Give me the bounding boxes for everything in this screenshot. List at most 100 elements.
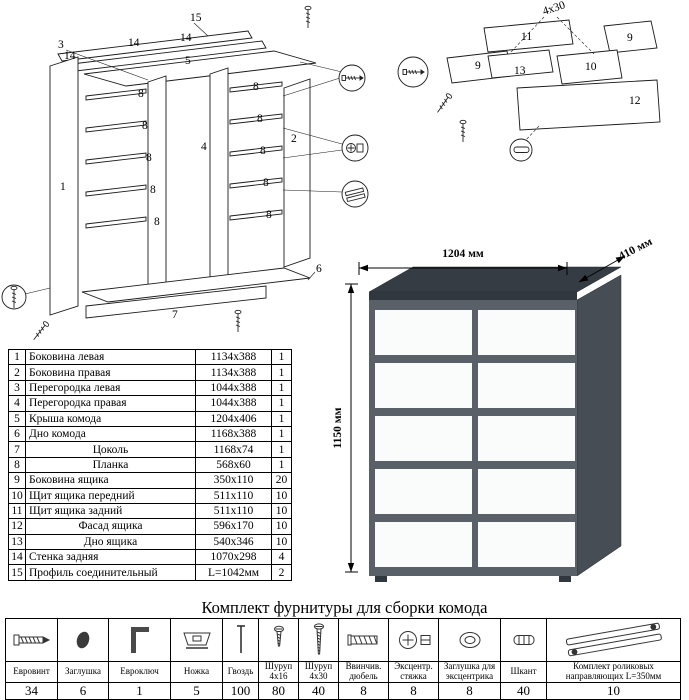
part-size: 1134x388 bbox=[195, 364, 272, 381]
dresser-leg bbox=[375, 576, 387, 582]
drawer-bottom-panel bbox=[487, 49, 554, 79]
height-dimension-label: 1150 мм bbox=[332, 407, 344, 448]
screw-icon bbox=[273, 625, 284, 647]
hardware-qty: 6 bbox=[57, 682, 109, 700]
part-qty: 4 bbox=[271, 549, 292, 566]
part-number-label: 5 bbox=[185, 55, 191, 67]
drawer-rail bbox=[85, 152, 147, 165]
part-name: Перегородка правая bbox=[25, 395, 196, 412]
part-name: Боковина ящика bbox=[25, 472, 196, 489]
cap-icon bbox=[76, 631, 90, 649]
hardware-icon-cell bbox=[388, 618, 439, 662]
part-num: 8 bbox=[8, 456, 26, 474]
part-num: 4 bbox=[8, 395, 26, 412]
part-size: 1204x406 bbox=[195, 410, 272, 427]
hardware-icon-cell bbox=[438, 618, 501, 662]
cam-cap-icon bbox=[459, 632, 480, 648]
part-name: Перегородка левая bbox=[25, 379, 196, 397]
part-number-label: 14 bbox=[128, 37, 140, 49]
part-qty: 1 bbox=[271, 395, 292, 412]
drawer-front bbox=[375, 363, 472, 408]
hardware-name: Евроключ bbox=[108, 661, 171, 683]
part-number-label: 2 bbox=[291, 133, 297, 145]
part-num: 15 bbox=[8, 564, 26, 581]
part-number-label: 9 bbox=[475, 60, 481, 72]
screw-size-note: 4x30 bbox=[541, 0, 567, 18]
dresser-top-edge bbox=[369, 292, 577, 300]
hardware-name: Заглушка для эксцентрика bbox=[438, 661, 501, 683]
part-size: 350x110 bbox=[195, 472, 272, 489]
hardware-qty: 80 bbox=[258, 682, 299, 700]
part-num: 3 bbox=[8, 379, 26, 397]
arrowhead bbox=[347, 284, 355, 293]
roller-guides-icon bbox=[565, 622, 662, 657]
part-qty: 1 bbox=[271, 364, 292, 381]
right-side-panel bbox=[283, 78, 311, 268]
part-number-label: 8 bbox=[146, 152, 152, 164]
drawer-front bbox=[375, 416, 472, 461]
part-number-label: 8 bbox=[263, 177, 269, 189]
drawer-fronts bbox=[375, 310, 575, 567]
drawer-front bbox=[478, 522, 575, 567]
part-size: 596x170 bbox=[195, 518, 272, 535]
part-name: Цоколь bbox=[25, 441, 196, 458]
hardware-name: Шуруп 4x30 bbox=[298, 661, 339, 683]
part-num: 11 bbox=[8, 502, 26, 520]
drawer-front bbox=[478, 416, 575, 461]
part-number-label: 1 bbox=[60, 181, 66, 193]
hardware-name: Эксцентр. стяжка bbox=[388, 661, 439, 683]
hardware-icon-cell bbox=[546, 618, 681, 662]
part-qty: 1 bbox=[271, 379, 292, 397]
part-number-label: 9 bbox=[627, 32, 633, 44]
part-number-label: 11 bbox=[521, 31, 532, 43]
part-num: 14 bbox=[8, 549, 26, 566]
part-number-label: 8 bbox=[253, 81, 259, 93]
part-num: 2 bbox=[8, 364, 26, 381]
drawer-front bbox=[375, 469, 472, 514]
dowel-icon bbox=[513, 146, 530, 153]
part-size: 511x110 bbox=[195, 502, 272, 520]
part-number-label: 10 bbox=[585, 61, 597, 73]
hardware-icon-cell bbox=[258, 618, 299, 662]
part-size: 1134x388 bbox=[195, 348, 272, 366]
hex-key-icon bbox=[130, 627, 149, 653]
leg-icon bbox=[182, 632, 211, 649]
arrowhead bbox=[347, 563, 355, 572]
part-number-label: 6 bbox=[316, 263, 322, 275]
arrowhead bbox=[615, 256, 625, 264]
screw-icon bbox=[234, 309, 242, 333]
part-number-label: 8 bbox=[154, 216, 160, 228]
drawer-rail bbox=[229, 177, 283, 189]
hardware-table: Евровинт Заглушка Евроключ Ножка Гвоздь … bbox=[5, 618, 681, 700]
dresser-render: 1204 мм 410 мм 1150 мм bbox=[332, 236, 654, 582]
hardware-icon-cell bbox=[108, 618, 171, 662]
leader-lines bbox=[510, 16, 595, 143]
part-number-label: 8 bbox=[266, 209, 272, 221]
part-size: 1168x388 bbox=[195, 425, 272, 443]
part-name: Фасад ящика bbox=[25, 518, 196, 535]
hardware-name: Евровинт bbox=[5, 661, 58, 683]
part-num: 13 bbox=[8, 533, 26, 551]
left-side-panel bbox=[49, 56, 79, 316]
part-num: 9 bbox=[8, 472, 26, 489]
part-number-labels: 15 3 14 14 14 5 8 8 8 8 8 1 4 2 8 8 8 8 … bbox=[58, 12, 322, 321]
part-qty: 10 bbox=[271, 518, 292, 535]
screw-icon bbox=[304, 5, 312, 29]
hardware-qty: 8 bbox=[338, 682, 389, 700]
screw-icon bbox=[459, 119, 467, 143]
leader-lines bbox=[24, 22, 343, 295]
hardware-qty: 40 bbox=[298, 682, 339, 700]
part-number-label: 8 bbox=[260, 145, 266, 157]
depth-dimension-label: 410 мм bbox=[617, 236, 654, 263]
part-name: Стенка задняя bbox=[25, 549, 196, 566]
part-number-label: 15 bbox=[190, 12, 202, 24]
part-qty: 1 bbox=[271, 410, 292, 427]
drawer-rail bbox=[229, 209, 283, 221]
